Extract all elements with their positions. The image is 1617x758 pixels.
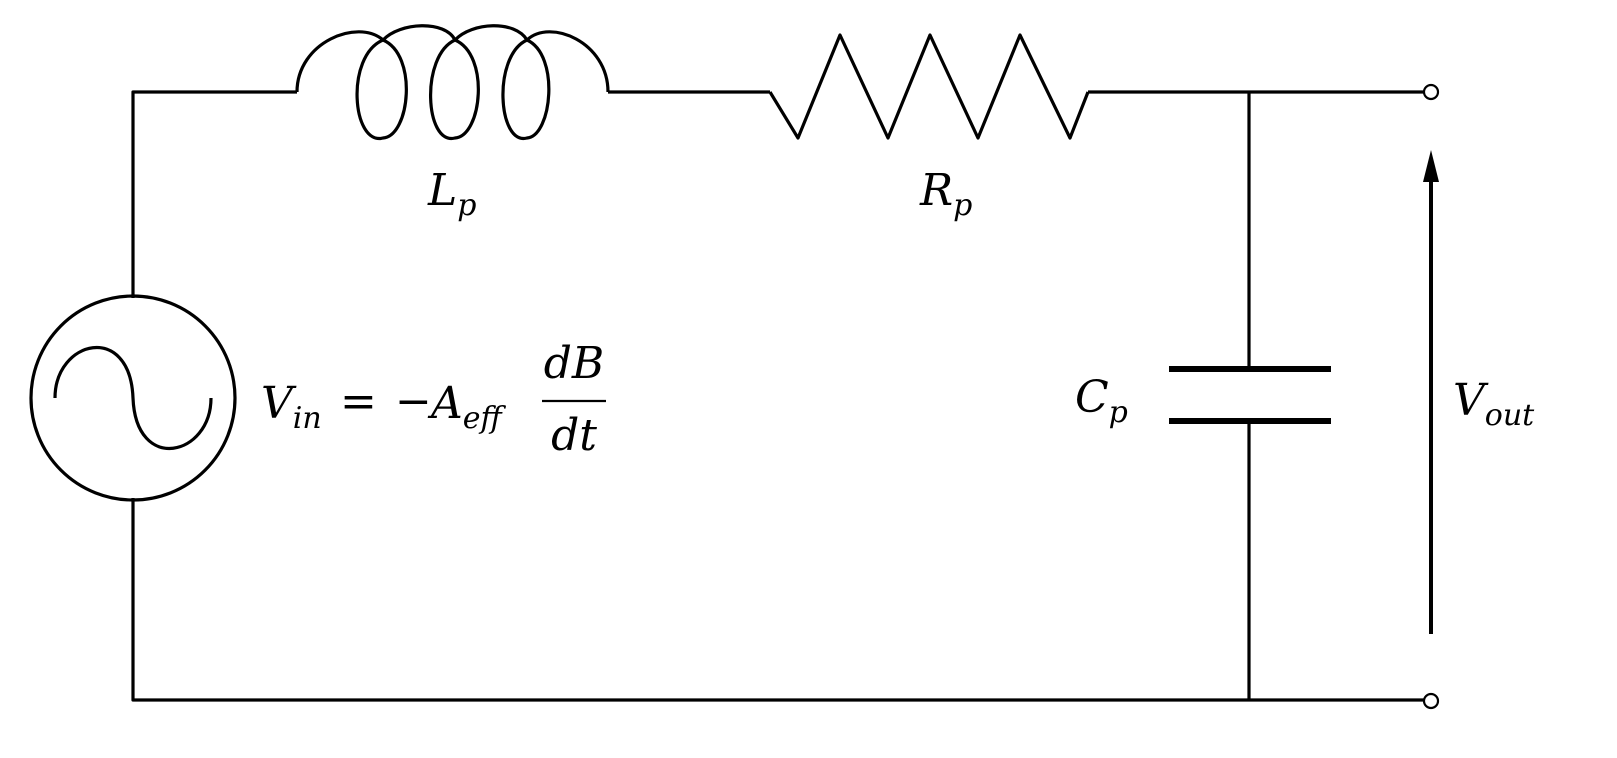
equals-sign: =	[340, 376, 377, 427]
sine-wave-icon	[53, 345, 213, 451]
output-voltage-label: Vout	[1453, 375, 1535, 433]
inductor-symbol	[295, 24, 610, 140]
output-terminal-top	[1422, 83, 1440, 101]
left-top-wire	[131, 90, 297, 298]
fraction-denominator: dt	[551, 410, 597, 461]
source-circle	[29, 294, 237, 502]
vin-label: Vin	[261, 378, 322, 436]
minus-sign: −	[395, 376, 432, 427]
fraction-numerator: dB	[544, 338, 605, 389]
output-voltage-arrow	[1423, 150, 1439, 634]
left-bottom-wire	[131, 498, 1424, 702]
wires	[131, 90, 1424, 702]
ac-voltage-source	[29, 294, 237, 502]
resistor-symbol	[768, 33, 1090, 140]
capacitor-label: Cp	[1075, 372, 1128, 430]
inductor-label: Lp	[427, 165, 476, 223]
source-equation: Vin = − Aeff dB dt	[261, 338, 606, 461]
capacitor-symbol	[1169, 366, 1331, 424]
aeff-label: Aeff	[427, 378, 507, 436]
output-terminal-bottom	[1422, 692, 1440, 710]
arrowhead-icon	[1423, 150, 1439, 182]
resistor-label: Rp	[919, 165, 972, 223]
